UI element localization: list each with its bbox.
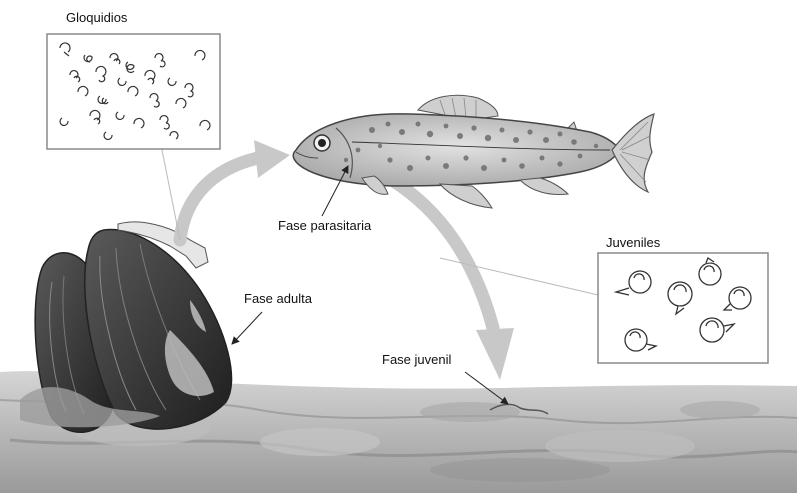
adult-mussels xyxy=(20,222,232,432)
adult-phase-label: Fase adulta xyxy=(244,291,312,306)
parasitic-phase-label: Fase parasitaria xyxy=(278,218,371,233)
juvenile-phase-label: Fase juvenil xyxy=(382,352,451,367)
glochidia-panel xyxy=(47,34,220,149)
arrow-to-fish xyxy=(180,158,258,240)
trout-icon xyxy=(293,95,654,208)
glochidia-label: Gloquidios xyxy=(66,10,127,25)
juveniles-panel xyxy=(598,253,768,363)
juveniles-leader xyxy=(440,258,598,295)
adult-pointer xyxy=(232,312,262,344)
juveniles-label: Juveniles xyxy=(606,235,660,250)
